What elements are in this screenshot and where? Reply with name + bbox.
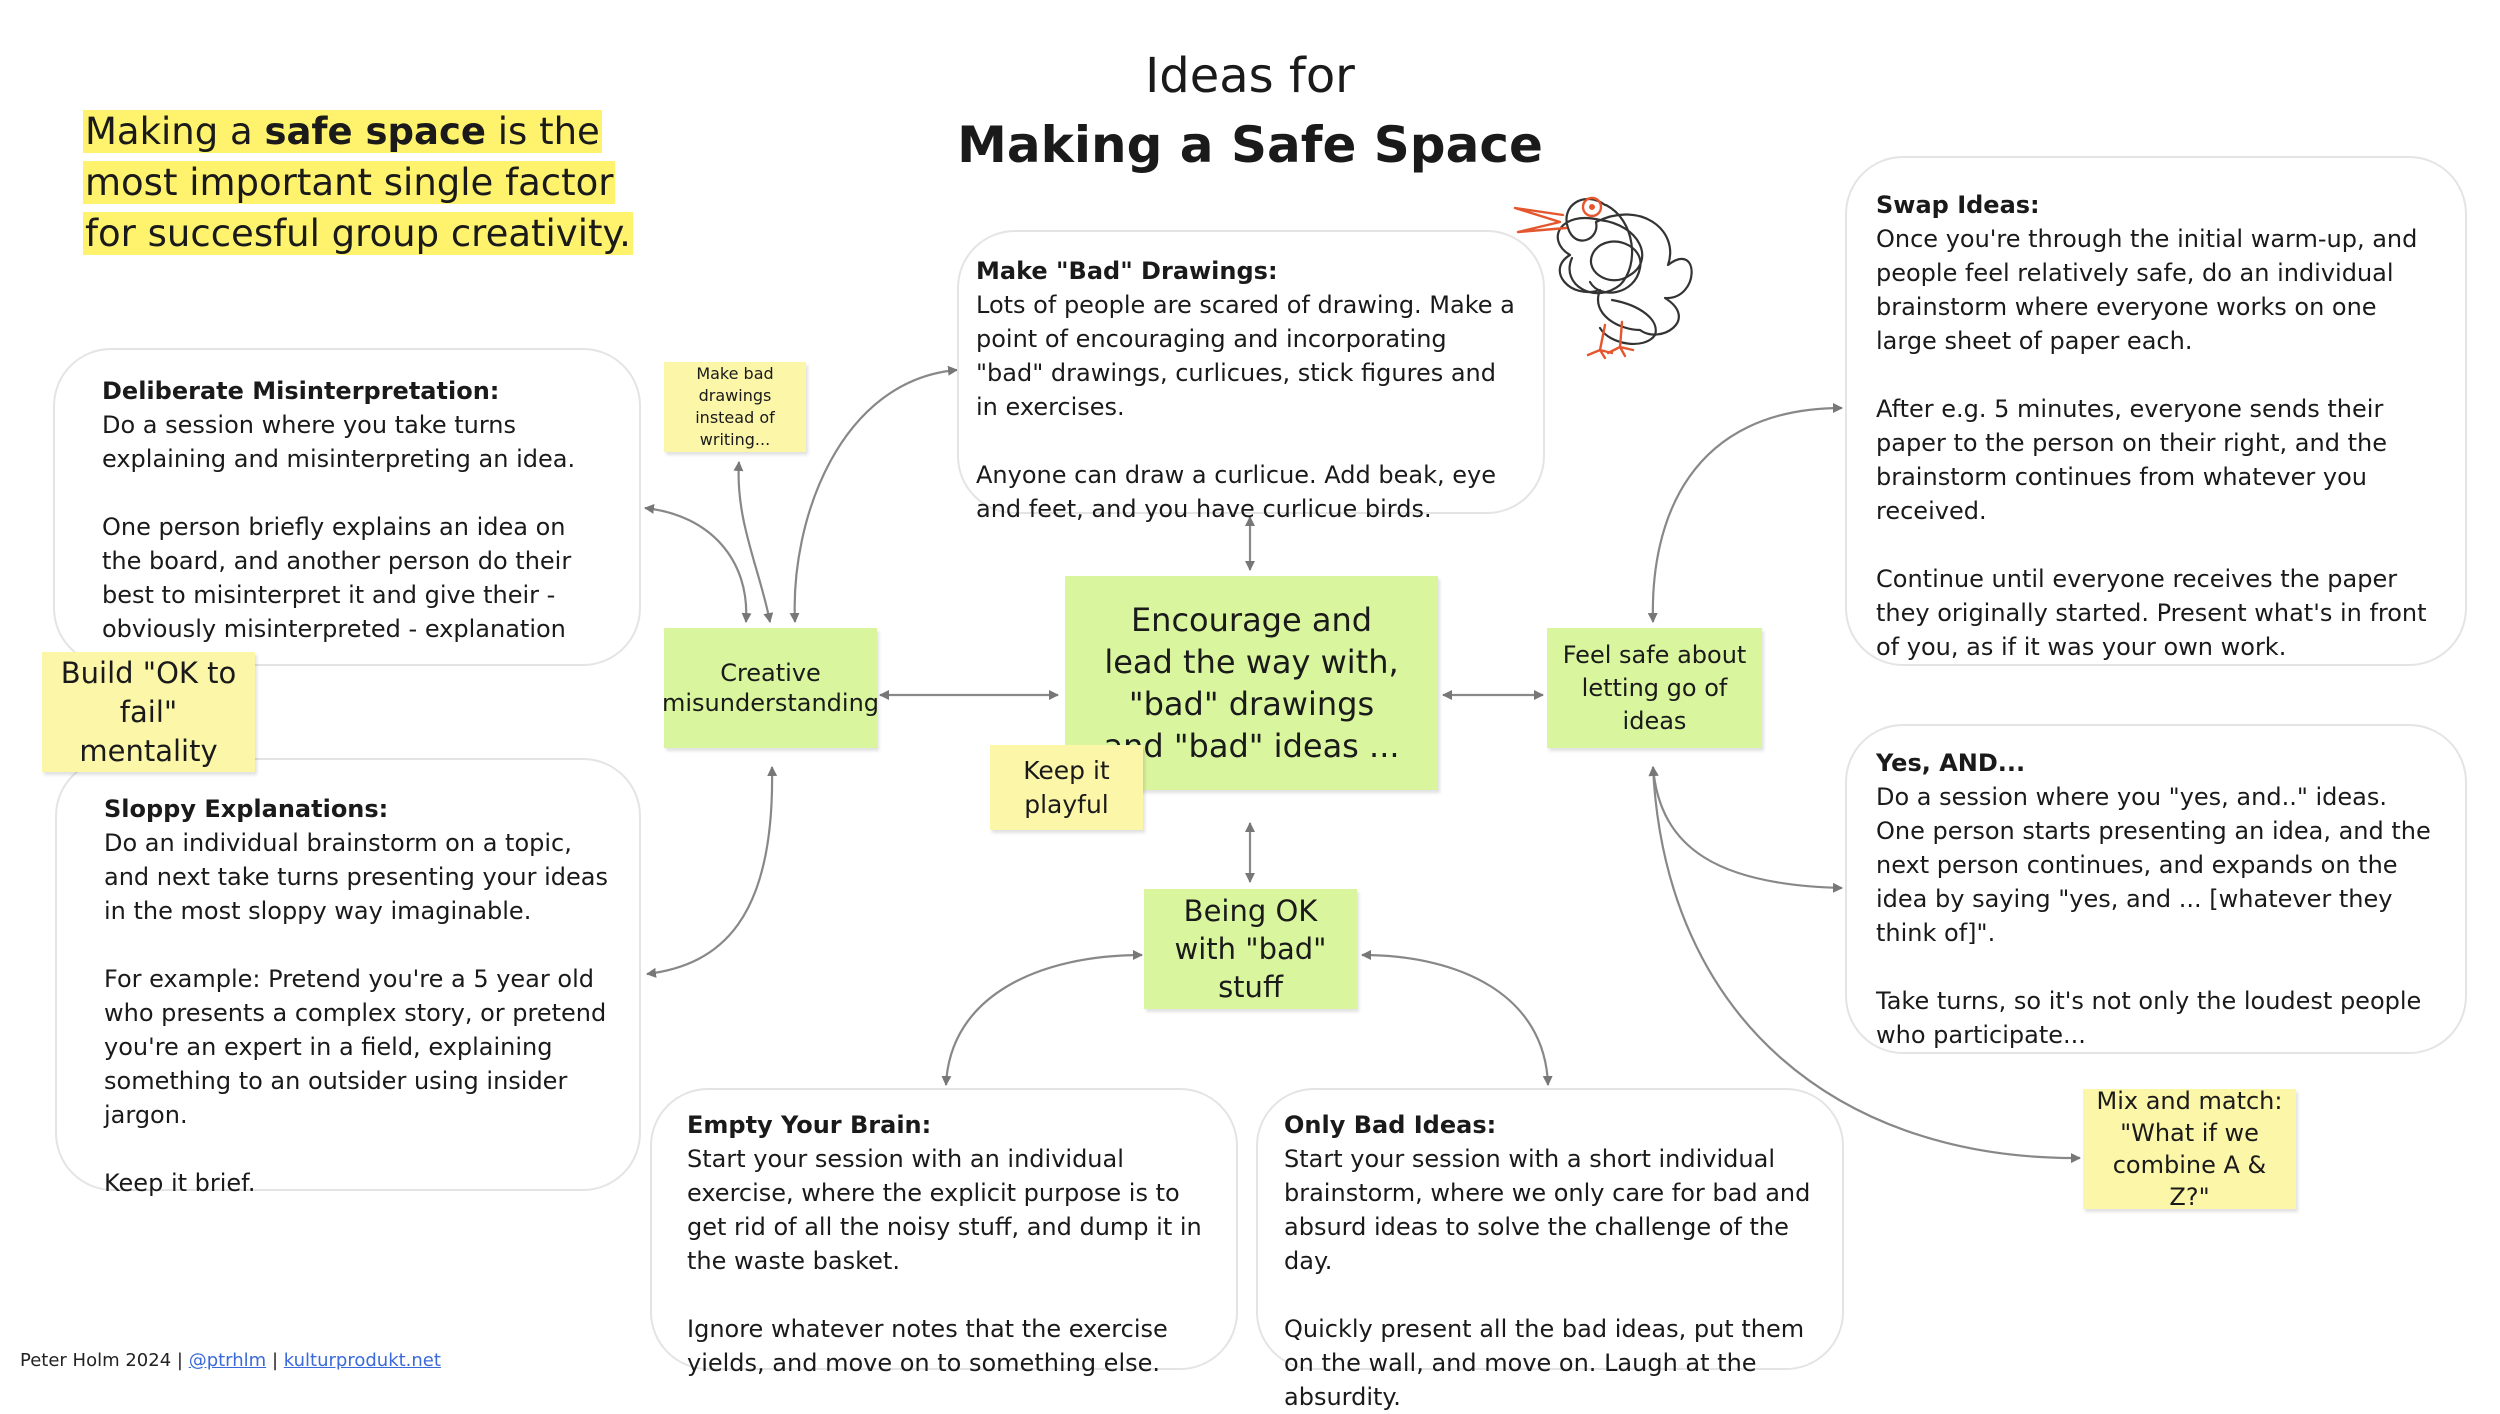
footer-site-link[interactable]: kulturprodukt.net (283, 1350, 441, 1371)
arrow-creative-misinterpretation (644, 503, 752, 623)
arrow-beingok-emptybrain (941, 950, 1143, 1086)
arrow-beingok-onlybad (1361, 950, 1553, 1086)
card-text: Anyone can draw a curlicue. Add beak, ey… (976, 461, 1496, 523)
card-text: Once you're through the initial warm-up,… (1876, 225, 2418, 355)
arrow-creative-sloppy (646, 766, 778, 978)
card-text: After e.g. 5 minutes, everyone sends the… (1876, 395, 2387, 525)
card-yes-and: Yes, AND... Do a session where you "yes,… (1845, 724, 2467, 1054)
arrow-creative-baddrawings (789, 365, 958, 623)
hub-feel-safe: Feel safe about letting go of ideas (1547, 628, 1762, 748)
page-title-line1: Ideas for (1145, 48, 1355, 104)
card-text: Do an individual brainstorm on a topic, … (104, 829, 608, 925)
intro-statement: Making a safe space is the most importan… (83, 106, 643, 259)
card-empty-your-brain: Empty Your Brain: Start your session wit… (650, 1088, 1238, 1377)
footer: Peter Holm 2024 | @ptrhlm | kulturproduk… (20, 1350, 441, 1371)
card-title: Make "Bad" Drawings: (976, 257, 1278, 285)
card-make-bad-drawings: Make "Bad" Drawings: Lots of people are … (957, 230, 1545, 523)
footer-author: Peter Holm 2024 (20, 1350, 172, 1371)
card-text: Quickly present all the bad ideas, put t… (1284, 1315, 1805, 1411)
card-text: Keep it brief. (104, 1169, 256, 1197)
card-text: One person briefly explains an idea on t… (102, 513, 572, 643)
intro-text: Making a safe space is the most importan… (83, 110, 633, 255)
arrow-feelsafe-swap (1647, 403, 1843, 623)
note-ok-to-fail: Build "OK to fail" mentality (42, 652, 255, 772)
footer-handle-link[interactable]: @ptrhlm (188, 1350, 267, 1371)
note-keep-playful: Keep it playful (990, 745, 1143, 830)
hub-being-ok: Being OK with "bad" stuff (1144, 889, 1357, 1009)
card-text: Continue until everyone receives the pap… (1876, 565, 2427, 661)
card-text: Start your session with a short individu… (1284, 1145, 1811, 1275)
card-only-bad-ideas: Only Bad Ideas: Start your session with … (1256, 1088, 1844, 1411)
card-text: For example: Pretend you're a 5 year old… (104, 965, 607, 1129)
card-title: Sloppy Explanations: (104, 795, 389, 823)
card-text: Do a session where you take turns explai… (102, 411, 576, 473)
card-text: Ignore whatever notes that the exercise … (687, 1315, 1168, 1377)
arrow-creative-badnote (733, 461, 774, 623)
card-swap-ideas: Swap Ideas: Once you're through the init… (1845, 156, 2467, 666)
card-title: Swap Ideas: (1876, 191, 2040, 219)
arrow-feelsafe-yesand (1648, 766, 1843, 893)
intro-bold: safe space (264, 110, 487, 153)
card-text: Start your session with an individual ex… (687, 1145, 1202, 1275)
card-title: Empty Your Brain: (687, 1111, 932, 1139)
arrow-feelsafe-mixmatch (1648, 766, 2081, 1164)
curlicue-bird-drawing (1513, 196, 1693, 360)
page-title: Making a Safe Space (957, 116, 1543, 174)
intro-part2: is the most important single factor for … (85, 110, 631, 255)
card-title: Deliberate Misinterpretation: (102, 377, 500, 405)
note-mix-and-match: Mix and match: "What if we combine A & Z… (2083, 1087, 2296, 1211)
card-text: Lots of people are scared of drawing. Ma… (976, 291, 1515, 421)
card-title: Yes, AND... (1876, 749, 2026, 777)
intro-part1: Making a (85, 110, 265, 153)
note-bad-drawings: Make bad drawings instead of writing... (664, 362, 806, 452)
center-node: Encourage and lead the way with, "bad" d… (1065, 576, 1438, 790)
hub-creative-misunderstanding: Creative misunderstanding (662, 628, 879, 748)
card-sloppy-explanations: Sloppy Explanations: Do an individual br… (55, 758, 641, 1197)
card-deliberate-misinterpretation: Deliberate Misinterpretation: Do a sessi… (53, 348, 641, 666)
card-text: Do a session where you "yes, and.." idea… (1876, 783, 2431, 947)
footer-separator: | (271, 1350, 279, 1371)
card-title: Only Bad Ideas: (1284, 1111, 1497, 1139)
footer-separator: | (176, 1350, 183, 1371)
card-text: Take turns, so it's not only the loudest… (1876, 987, 2422, 1049)
